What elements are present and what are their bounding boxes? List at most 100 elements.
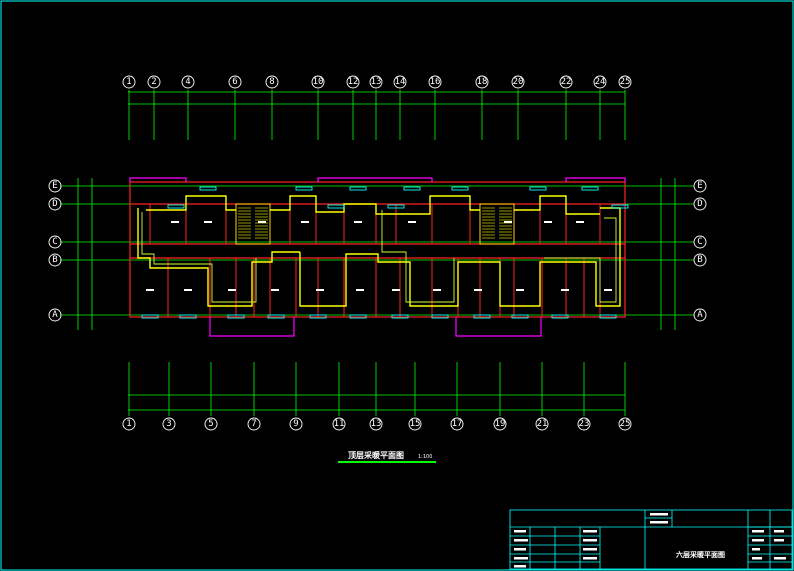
room-label-mark	[408, 221, 416, 223]
axis-bubble-label: E	[697, 181, 702, 191]
title-block-entry	[752, 548, 760, 551]
axis-bubble	[493, 417, 507, 431]
axis-bubble-label: 15	[410, 419, 421, 429]
axis-bubble	[535, 417, 549, 431]
title-block-entry	[514, 530, 526, 533]
radiator	[551, 314, 569, 319]
axis-bubble-label: 8	[269, 77, 274, 87]
axis-bubble-label: B	[52, 255, 57, 265]
axis-bubble	[122, 417, 136, 431]
axis-bubble	[147, 75, 161, 89]
axis-bubble	[408, 417, 422, 431]
radiator	[529, 186, 547, 191]
axis-bubble-label: 2	[151, 77, 156, 87]
axis-bubble	[369, 417, 383, 431]
radiator	[451, 186, 469, 191]
axis-bubble-label: 18	[477, 77, 488, 87]
title-block-drawing-name: 六层采暖平面图	[676, 550, 725, 559]
axis-bubble	[48, 179, 62, 193]
room-label-mark	[474, 289, 482, 291]
radiator	[227, 314, 245, 319]
axis-bubble-label: 19	[495, 419, 506, 429]
axis-bubble-label: A	[697, 310, 703, 320]
title-block	[509, 509, 793, 570]
axis-bubble	[332, 417, 346, 431]
axis-bubble	[228, 75, 242, 89]
bottom-dimension-chain	[128, 394, 625, 411]
axis-bubble-label: 14	[395, 77, 406, 87]
axis-bubble-label: 7	[251, 419, 256, 429]
axis-bubble-label: 17	[452, 419, 463, 429]
axis-bubble-label: 13	[371, 77, 382, 87]
room-marks	[146, 221, 612, 291]
radiator	[511, 314, 529, 319]
title-block-entry	[583, 530, 597, 533]
axis-bubble-label: 1	[126, 77, 131, 87]
room-label-mark	[258, 221, 266, 223]
title-block-entry	[514, 548, 526, 551]
title-block-entry	[514, 565, 526, 568]
staircase-left	[235, 203, 271, 245]
title-block-marks	[514, 513, 786, 568]
room-label-mark	[171, 221, 179, 223]
title-block-entry	[650, 513, 668, 516]
axis-bubble-label: C	[52, 237, 57, 247]
title-block-entry	[752, 539, 764, 542]
title-block-entry	[583, 539, 597, 542]
staircase-right	[479, 203, 515, 245]
row-axis-bubbles-right: ED CB A	[693, 179, 707, 322]
axis-bubble-label: 25	[620, 77, 631, 87]
axis-bubble	[346, 75, 360, 89]
axis-bubble	[265, 75, 279, 89]
axis-bubble	[693, 253, 707, 267]
radiator	[349, 186, 367, 191]
title-block-entry	[752, 530, 764, 533]
axis-bubble	[693, 235, 707, 249]
axis-bubble	[162, 417, 176, 431]
axis-bubble	[48, 235, 62, 249]
room-label-mark	[544, 221, 552, 223]
radiator	[349, 314, 367, 319]
axis-bubble	[369, 75, 383, 89]
radiator	[611, 204, 629, 209]
axis-bubble-label: 10	[313, 77, 324, 87]
axis-bubble-label: 24	[595, 77, 606, 87]
room-label-mark	[504, 221, 512, 223]
axis-bubble	[511, 75, 525, 89]
room-label-mark	[228, 289, 236, 291]
axis-bubble-label: 1	[126, 419, 131, 429]
title-block-entry	[514, 557, 528, 560]
radiator	[327, 204, 345, 209]
room-label-mark	[516, 289, 524, 291]
axis-bubble	[693, 197, 707, 211]
axis-bubble	[48, 197, 62, 211]
room-label-mark	[576, 221, 584, 223]
axis-bubble	[48, 308, 62, 322]
axis-bubble	[693, 179, 707, 193]
axis-bubble	[181, 75, 195, 89]
axis-bubble	[475, 75, 489, 89]
axis-bubble-label: 25	[620, 419, 631, 429]
axis-bubble	[289, 417, 303, 431]
axis-bubble-label: D	[697, 199, 702, 209]
axis-bubble-label: 16	[430, 77, 441, 87]
axis-bubble-label: 9	[293, 419, 298, 429]
axis-bubble-label: C	[697, 237, 702, 247]
title-block-entry	[650, 521, 668, 524]
axis-bubble-label: 22	[561, 77, 572, 87]
title-block-entry	[752, 557, 762, 560]
room-label-mark	[204, 221, 212, 223]
axis-bubble-label: B	[697, 255, 702, 265]
heating-pipe-network	[137, 195, 621, 307]
radiator	[403, 186, 421, 191]
room-label-mark	[146, 289, 154, 291]
stair-steps-left	[238, 207, 268, 239]
room-label-mark	[356, 289, 364, 291]
axis-bubble	[559, 75, 573, 89]
radiator	[199, 186, 217, 191]
axis-bubble	[122, 75, 136, 89]
room-label-mark	[316, 289, 324, 291]
axis-bubble-label: 12	[348, 77, 359, 87]
